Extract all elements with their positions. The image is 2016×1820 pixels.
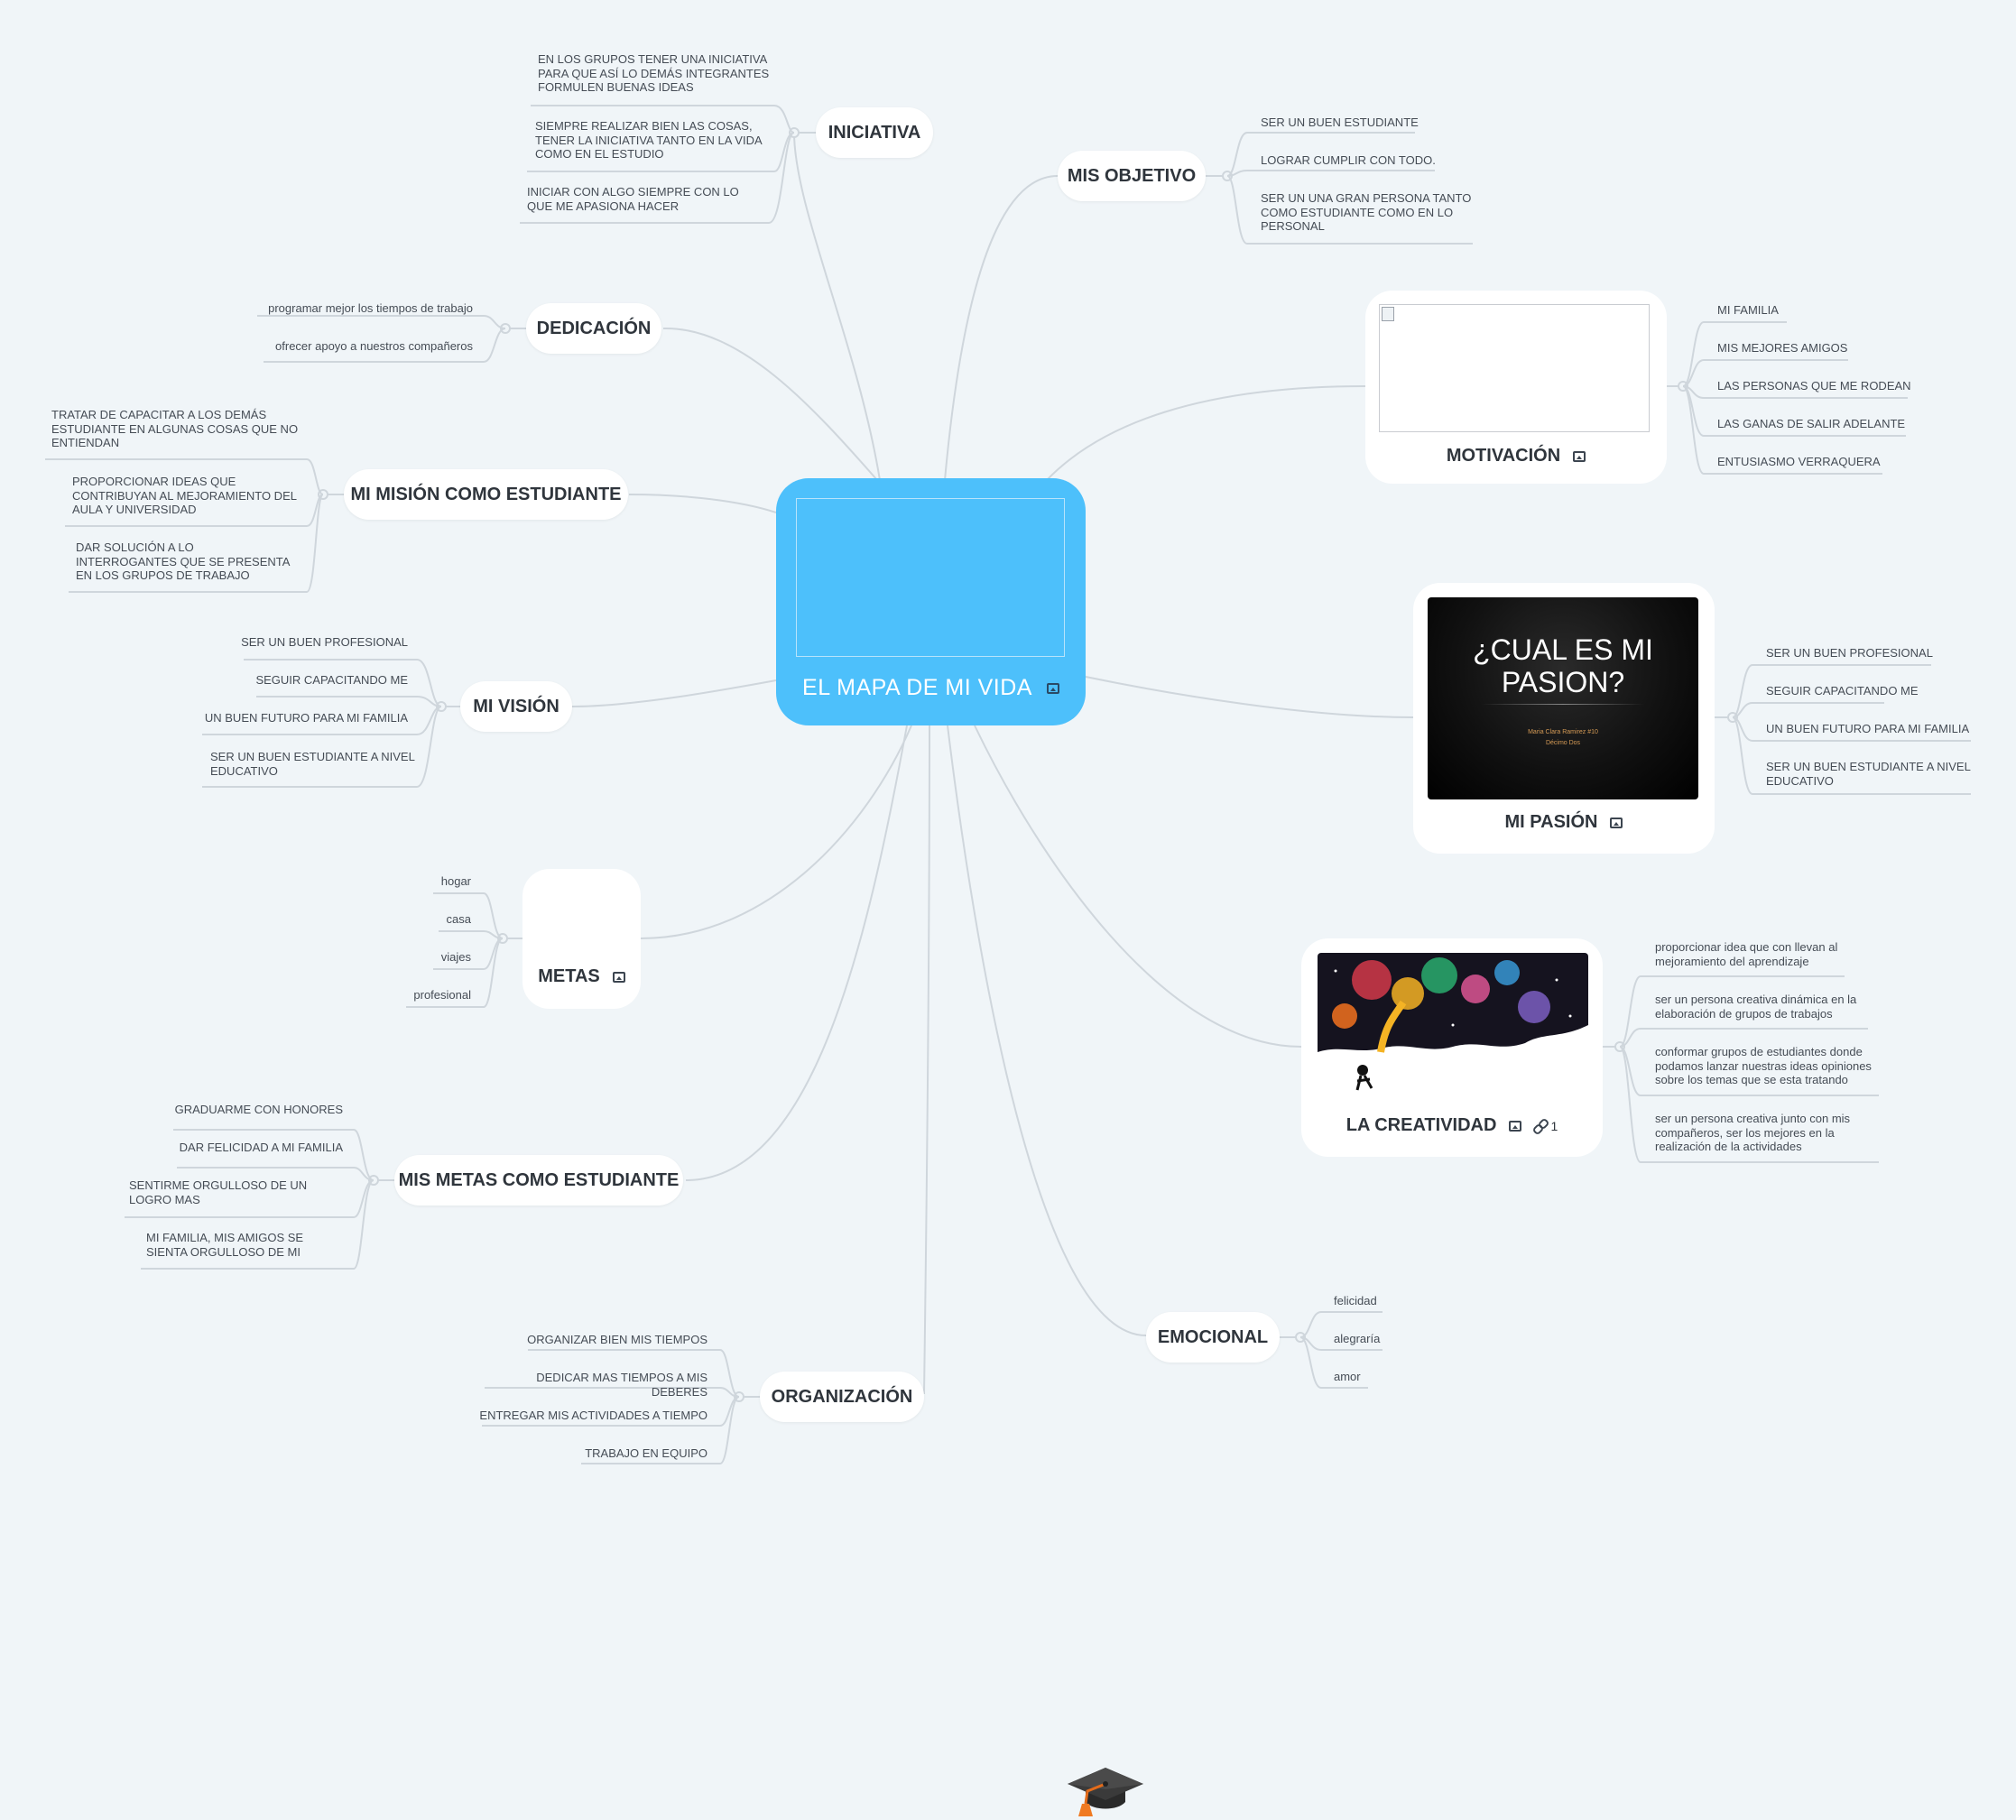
central-title: EL MAPA DE MI VIDA — [802, 675, 1032, 700]
leaf-metas-estudiante-4[interactable]: MI FAMILIA, MIS AMIGOS SE SIENTA ORGULLO… — [146, 1231, 304, 1259]
topic-label: LA CREATIVIDAD — [1346, 1115, 1497, 1135]
topic-label-row: METAS — [522, 966, 641, 987]
topic-organizacion[interactable]: ORGANIZACIÓN — [760, 1372, 924, 1422]
leaf-objetivo-1[interactable]: SER UN BUEN ESTUDIANTE — [1261, 115, 1419, 129]
topic-iniciativa[interactable]: INICIATIVA — [816, 107, 933, 158]
topic-emocional[interactable]: EMOCIONAL — [1146, 1312, 1280, 1363]
leaf-iniciativa-2[interactable]: SIEMPRE REALIZAR BIEN LAS COSAS, TENER L… — [535, 119, 762, 161]
leaf-pasion-2[interactable]: SEGUIR CAPACITANDO ME — [1766, 684, 1919, 698]
topic-label: MOTIVACIÓN — [1446, 446, 1561, 466]
central-topic[interactable]: EL MAPA DE MI VIDA — [776, 478, 1086, 725]
leaf-vision-4[interactable]: SER UN BUEN ESTUDIANTE A NIVEL EDUCATIVO — [210, 750, 415, 778]
topic-label: MIS METAS COMO ESTUDIANTE — [398, 1169, 680, 1190]
leaf-pasion-1[interactable]: SER UN BUEN PROFESIONAL — [1766, 646, 1933, 660]
pasion-slide-image: ¿CUAL ES MI PASION? Maria Clara Ramirez … — [1428, 597, 1698, 799]
leaf-motivacion-2[interactable]: MIS MEJORES AMIGOS — [1717, 341, 1848, 355]
topic-label: MIS OBJETIVO — [1067, 165, 1197, 186]
leaf-mision-1[interactable]: TRATAR DE CAPACITAR A LOS DEMÁS ESTUDIAN… — [51, 408, 299, 449]
leaf-organizacion-4[interactable]: TRABAJO EN EQUIPO — [585, 1446, 707, 1460]
image-icon[interactable] — [1573, 450, 1586, 462]
pasion-slide-title: ¿CUAL ES MI PASION? — [1473, 633, 1653, 698]
pasion-slide-divider — [1482, 704, 1644, 705]
link-icon[interactable] — [1534, 1121, 1545, 1132]
leaf-motivacion-1[interactable]: MI FAMILIA — [1717, 303, 1779, 317]
leaf-emocional-3[interactable]: amor — [1334, 1370, 1361, 1383]
leaf-creatividad-2[interactable]: ser un persona creativa dinámica en la e… — [1655, 993, 1857, 1021]
leaf-metas-estudiante-2[interactable]: DAR FELICIDAD A MI FAMILIA — [179, 1141, 343, 1154]
topic-label: MI PASIÓN — [1504, 812, 1598, 832]
pasion-slide-author-line1: Maria Clara Ramirez #10 — [1528, 729, 1598, 735]
leaf-metas-1[interactable]: hogar — [440, 874, 471, 888]
leaf-objetivo-2[interactable]: LOGRAR CUMPLIR CON TODO. — [1261, 153, 1436, 167]
pasion-slide-author: Maria Clara Ramirez #10 Décimo Dos — [1428, 727, 1698, 749]
topic-label: MI MISIÓN COMO ESTUDIANTE — [350, 484, 622, 504]
central-image-placeholder — [796, 498, 1065, 657]
leaf-creatividad-4[interactable]: ser un persona creativa junto con mis co… — [1655, 1112, 1851, 1153]
leaf-metas-4[interactable]: profesional — [413, 988, 471, 1002]
leaf-motivacion-3[interactable]: LAS PERSONAS QUE ME RODEAN — [1717, 379, 1911, 393]
leaf-metas-3[interactable]: viajes — [440, 950, 471, 964]
leaf-pasion-3[interactable]: UN BUEN FUTURO PARA MI FAMILIA — [1766, 722, 1970, 735]
leaf-iniciativa-3[interactable]: INICIAR CON ALGO SIEMPRE CON LO QUE ME A… — [527, 185, 739, 213]
topic-label-row: MOTIVACIÓN — [1365, 446, 1667, 467]
topic-label-row: MI PASIÓN — [1413, 812, 1715, 833]
graduation-cap-icon — [1068, 1768, 1143, 1816]
topic-label: INICIATIVA — [828, 122, 921, 143]
leaf-emocional-1[interactable]: felicidad — [1334, 1294, 1377, 1307]
leaf-vision-1[interactable]: SER UN BUEN PROFESIONAL — [241, 635, 408, 649]
image-icon[interactable] — [1610, 817, 1623, 828]
leaf-metas-estudiante-1[interactable]: GRADUARME CON HONORES — [174, 1103, 343, 1116]
topic-label: MI VISIÓN — [473, 696, 559, 716]
leaf-motivacion-5[interactable]: ENTUSIASMO VERRAQUERA — [1717, 455, 1881, 468]
leaf-iniciativa-1[interactable]: EN LOS GRUPOS TENER UNA INICIATIVA PARA … — [538, 52, 770, 94]
central-title-row: EL MAPA DE MI VIDA — [776, 675, 1086, 701]
topic-label: ORGANIZACIÓN — [771, 1386, 913, 1407]
topic-label: EMOCIONAL — [1157, 1326, 1269, 1347]
topic-objetivo[interactable]: MIS OBJETIVO — [1058, 151, 1206, 201]
connection-lines — [45, 105, 1971, 1464]
topic-mision[interactable]: MI MISIÓN COMO ESTUDIANTE — [344, 469, 628, 520]
topic-metas[interactable]: METAS — [522, 869, 1143, 1816]
leaf-vision-3[interactable]: UN BUEN FUTURO PARA MI FAMILIA — [204, 711, 408, 725]
leaf-metas-estudiante-3[interactable]: SENTIRME ORGULLOSO DE UN LOGRO MAS — [129, 1178, 308, 1206]
leaf-creatividad-3[interactable]: conformar grupos de estudiantes donde po… — [1655, 1045, 1872, 1086]
pasion-slide-author-line2: Décimo Dos — [1545, 740, 1581, 746]
topic-label: METAS — [538, 966, 600, 986]
leaf-mision-3[interactable]: DAR SOLUCIÓN A LO INTERROGANTES QUE SE P… — [76, 540, 290, 582]
creativity-artwork-image — [1318, 953, 1588, 1094]
topic-metas-estudiante[interactable]: MIS METAS COMO ESTUDIANTE — [394, 1155, 683, 1206]
leaf-organizacion-2[interactable]: DEDICAR MAS TIEMPOS A MIS DEBERES — [536, 1371, 707, 1399]
topic-motivacion[interactable]: MOTIVACIÓN — [1365, 291, 1667, 484]
topic-label: DEDICACIÓN — [536, 318, 652, 338]
topic-vision[interactable]: MI VISIÓN — [460, 681, 572, 732]
leaf-organizacion-1[interactable]: ORGANIZAR BIEN MIS TIEMPOS — [527, 1333, 707, 1346]
leaf-objetivo-3[interactable]: SER UN UNA GRAN PERSONA TANTO COMO ESTUD… — [1261, 191, 1472, 233]
leaf-emocional-2[interactable]: alegraría — [1334, 1332, 1381, 1345]
image-icon[interactable] — [1046, 682, 1059, 694]
leaf-dedicacion-2[interactable]: ofrecer apoyo a nuestros compañeros — [275, 339, 473, 353]
image-icon[interactable] — [612, 971, 625, 983]
leaf-creatividad-1[interactable]: proporcionar idea que con llevan al mejo… — [1655, 940, 1838, 968]
leaf-mision-2[interactable]: PROPORCIONAR IDEAS QUE CONTRIBUYAN AL ME… — [72, 475, 297, 516]
image-icon[interactable] — [1509, 1120, 1522, 1132]
leaf-vision-2[interactable]: SEGUIR CAPACITANDO ME — [255, 673, 408, 687]
broken-image-placeholder — [1379, 304, 1650, 432]
leaf-dedicacion-1[interactable]: programar mejor los tiempos de trabajo — [268, 301, 473, 315]
leaf-pasion-4[interactable]: SER UN BUEN ESTUDIANTE A NIVEL EDUCATIVO — [1766, 760, 1971, 788]
topic-label-row: LA CREATIVIDAD 1 — [1301, 1115, 1603, 1136]
link-count: 1 — [1550, 1118, 1558, 1133]
leaf-metas-2[interactable]: casa — [446, 912, 471, 926]
topic-dedicacion[interactable]: DEDICACIÓN — [526, 303, 661, 354]
leaf-organizacion-3[interactable]: ENTREGAR MIS ACTIVIDADES A TIEMPO — [479, 1409, 707, 1422]
leaf-motivacion-4[interactable]: LAS GANAS DE SALIR ADELANTE — [1717, 417, 1906, 430]
